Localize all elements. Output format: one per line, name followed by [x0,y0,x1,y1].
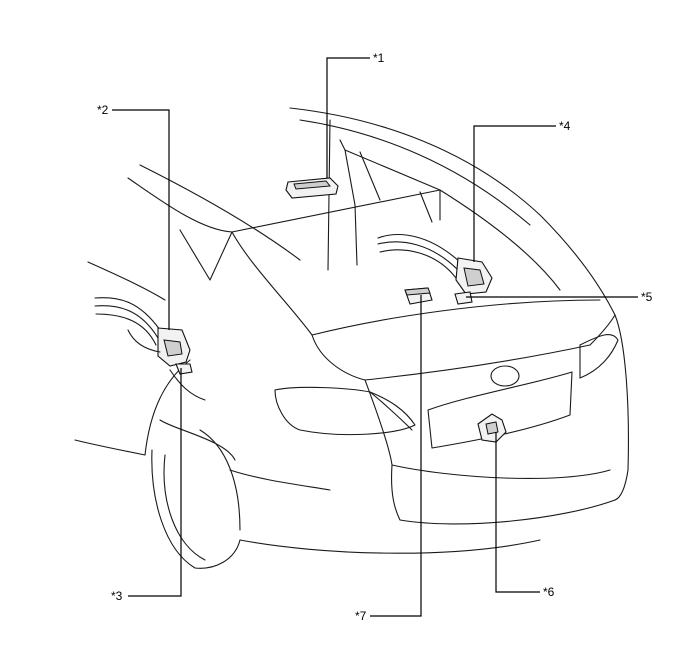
callout-label-6: *6 [543,585,555,599]
part-1-light [285,177,339,199]
leader-lines [112,57,638,617]
callout-label-5: *5 [641,290,653,304]
part-6-trunk-lock [477,413,507,443]
callout-label-2: *2 [97,103,109,117]
leader-line-3 [128,368,182,597]
callout-label-7: *7 [355,609,367,623]
leader-line-7 [370,295,422,617]
part-4-lock-right [377,234,493,295]
leader-line-4 [473,125,556,262]
callout-label-1: *1 [373,51,385,65]
leader-line-6 [495,432,540,593]
part-3-striker-left [175,363,193,375]
leader-line-2 [112,109,170,330]
callout-label-4: *4 [559,119,571,133]
part-2-lock-left [94,297,191,367]
vehicle-body-lines [74,107,629,569]
leader-line-1 [326,57,370,178]
callout-label-3: *3 [111,589,123,603]
part-5-striker-right [454,291,473,305]
part-7-control-unit [404,287,433,305]
